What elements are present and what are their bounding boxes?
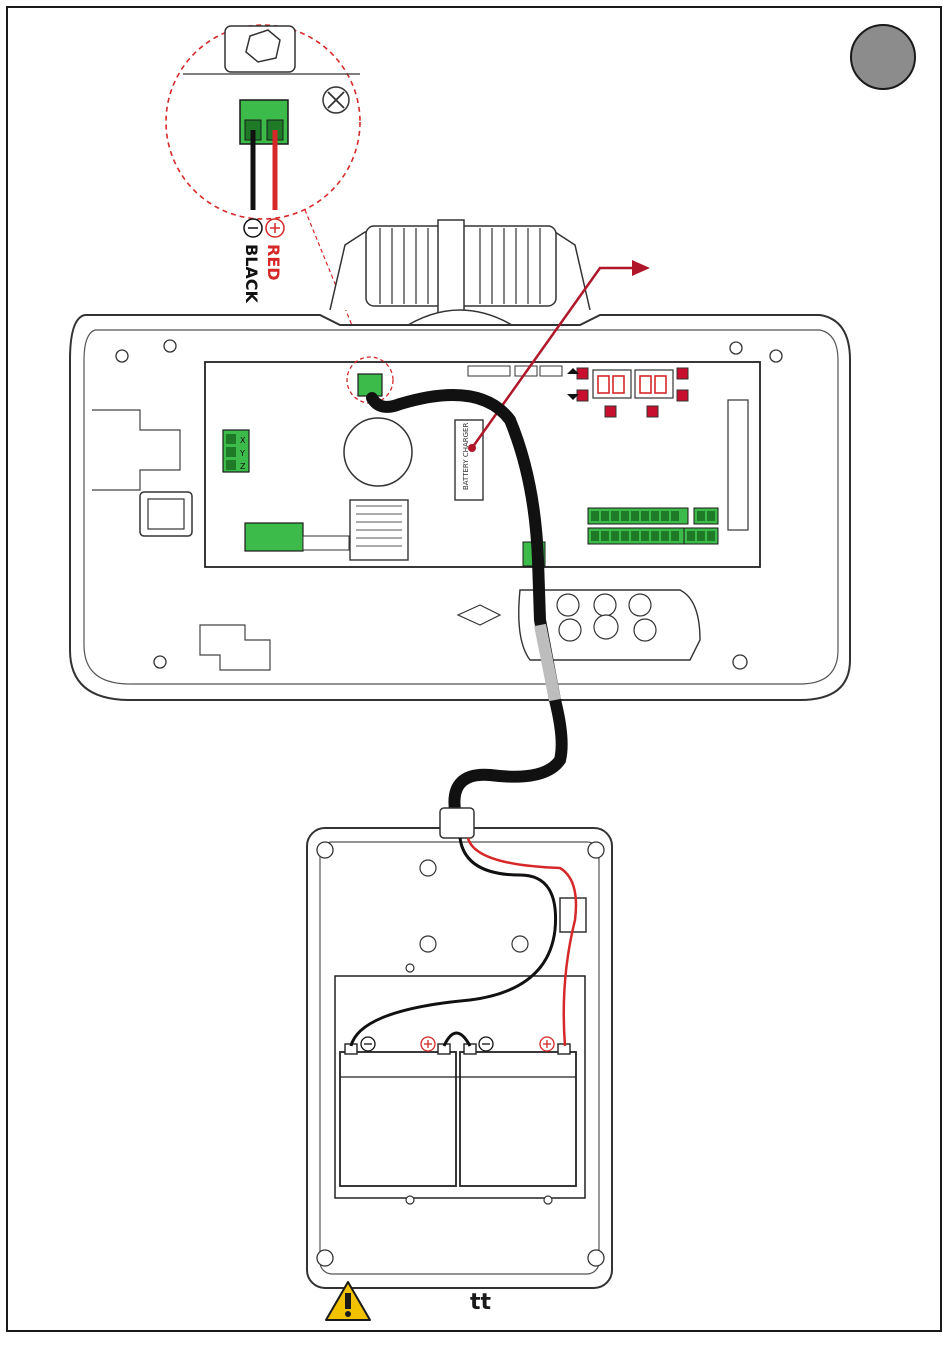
black-wire-label: BLACK xyxy=(242,244,261,304)
step-marker xyxy=(851,25,915,89)
cable-gland xyxy=(440,808,474,838)
minus-symbol-icon xyxy=(244,219,262,237)
terminal-y-label: Y xyxy=(239,449,245,458)
battery-charger-label: BATTERY CHARGER xyxy=(462,423,470,490)
battery-left xyxy=(340,1052,456,1186)
battery-minus-icon-2 xyxy=(479,1037,493,1051)
battery-plus-icon-2 xyxy=(540,1037,554,1051)
screw-icon xyxy=(323,87,349,113)
red-wire-label: RED xyxy=(264,244,283,281)
zoom-callout: BLACK RED xyxy=(166,25,360,345)
battery-terminal-zoom xyxy=(240,100,288,144)
terminal-z-label: Z xyxy=(240,462,246,471)
circuit-board: BATTERY CHARGER X Y Z xyxy=(205,357,760,567)
battery-box xyxy=(307,808,612,1288)
battery-right xyxy=(460,1052,576,1186)
plus-symbol-icon xyxy=(266,219,284,237)
battery-plus-icon xyxy=(421,1037,435,1051)
footer-note: tt xyxy=(470,1290,491,1315)
terminal-x-label: X xyxy=(240,436,246,445)
battery-minus-icon xyxy=(361,1037,375,1051)
battery-charger-module: BATTERY CHARGER xyxy=(455,420,483,500)
terminal-xyz: X Y Z xyxy=(223,430,249,472)
terminal-power xyxy=(245,523,303,551)
gear-housing xyxy=(330,220,590,330)
